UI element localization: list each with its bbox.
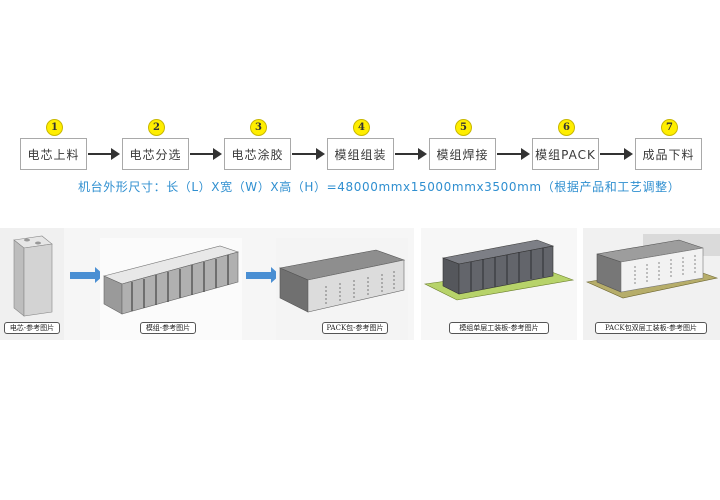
step-number-badge: 1: [46, 119, 63, 136]
image-caption: PACK包双层工装板-参考图片: [595, 322, 707, 334]
machine-dimensions-text: 机台外形尺寸：长（L）X宽（W）X高（H）=48000mmx15000mmx35…: [78, 180, 681, 194]
flow-arrow-icon: [600, 148, 633, 160]
flow-arrow-icon: [497, 148, 530, 160]
reference-gallery-fixture-module: 模组单层工装板-参考图片: [421, 228, 577, 340]
step-product-unloading: 成品下料: [635, 138, 702, 170]
process-flow: 1 2 3 4 5 6 7 电芯上料 电芯分选 电芯涂胶 模组组装 模组焊接 模…: [0, 0, 720, 200]
battery-module-icon: [103, 245, 240, 315]
reference-gallery-fixture-pack: PACK包双层工装板-参考图片: [583, 228, 720, 340]
step-cell-gluing: 电芯涂胶: [224, 138, 291, 170]
pack-fixture-image: PACK包双层工装板-参考图片: [583, 228, 720, 340]
battery-module-image: 模组-参考图片: [100, 238, 242, 340]
battery-cell-image: 电芯-参考图片: [0, 228, 64, 340]
battery-cell-icon: [13, 235, 53, 317]
step-number-badge: 2: [148, 119, 165, 136]
module-fixture-image: 模组单层工装板-参考图片: [421, 228, 577, 340]
step-module-welding: 模组焊接: [429, 138, 496, 170]
step-cell-loading: 电芯上料: [20, 138, 87, 170]
image-caption: PACK包-参考图片: [322, 322, 388, 334]
flow-arrow-icon: [292, 148, 325, 160]
step-number-badge: 6: [558, 119, 575, 136]
step-module-assembly: 模组组装: [327, 138, 394, 170]
step-number-badge: 7: [661, 119, 678, 136]
pack-fixture-icon: [585, 234, 720, 299]
image-caption: 电芯-参考图片: [4, 322, 60, 334]
flow-arrow-icon: [88, 148, 120, 160]
module-fixture-icon: [423, 239, 575, 301]
image-caption: 模组-参考图片: [140, 322, 196, 334]
step-number-badge: 5: [455, 119, 472, 136]
step-number-badge: 4: [353, 119, 370, 136]
flow-arrow-icon: [395, 148, 427, 160]
battery-pack-icon: [278, 249, 406, 313]
arrow-right-icon: [246, 267, 280, 283]
step-cell-sorting: 电芯分选: [122, 138, 189, 170]
step-number-badge: 3: [250, 119, 267, 136]
reference-gallery-main: 电芯-参考图片 模组-参考图片: [0, 228, 414, 340]
flow-arrow-icon: [190, 148, 222, 160]
image-caption: 模组单层工装板-参考图片: [449, 322, 549, 334]
battery-pack-image: PACK包-参考图片: [276, 238, 408, 340]
arrow-right-icon: [70, 267, 104, 283]
step-module-pack: 模组PACK: [532, 138, 599, 170]
